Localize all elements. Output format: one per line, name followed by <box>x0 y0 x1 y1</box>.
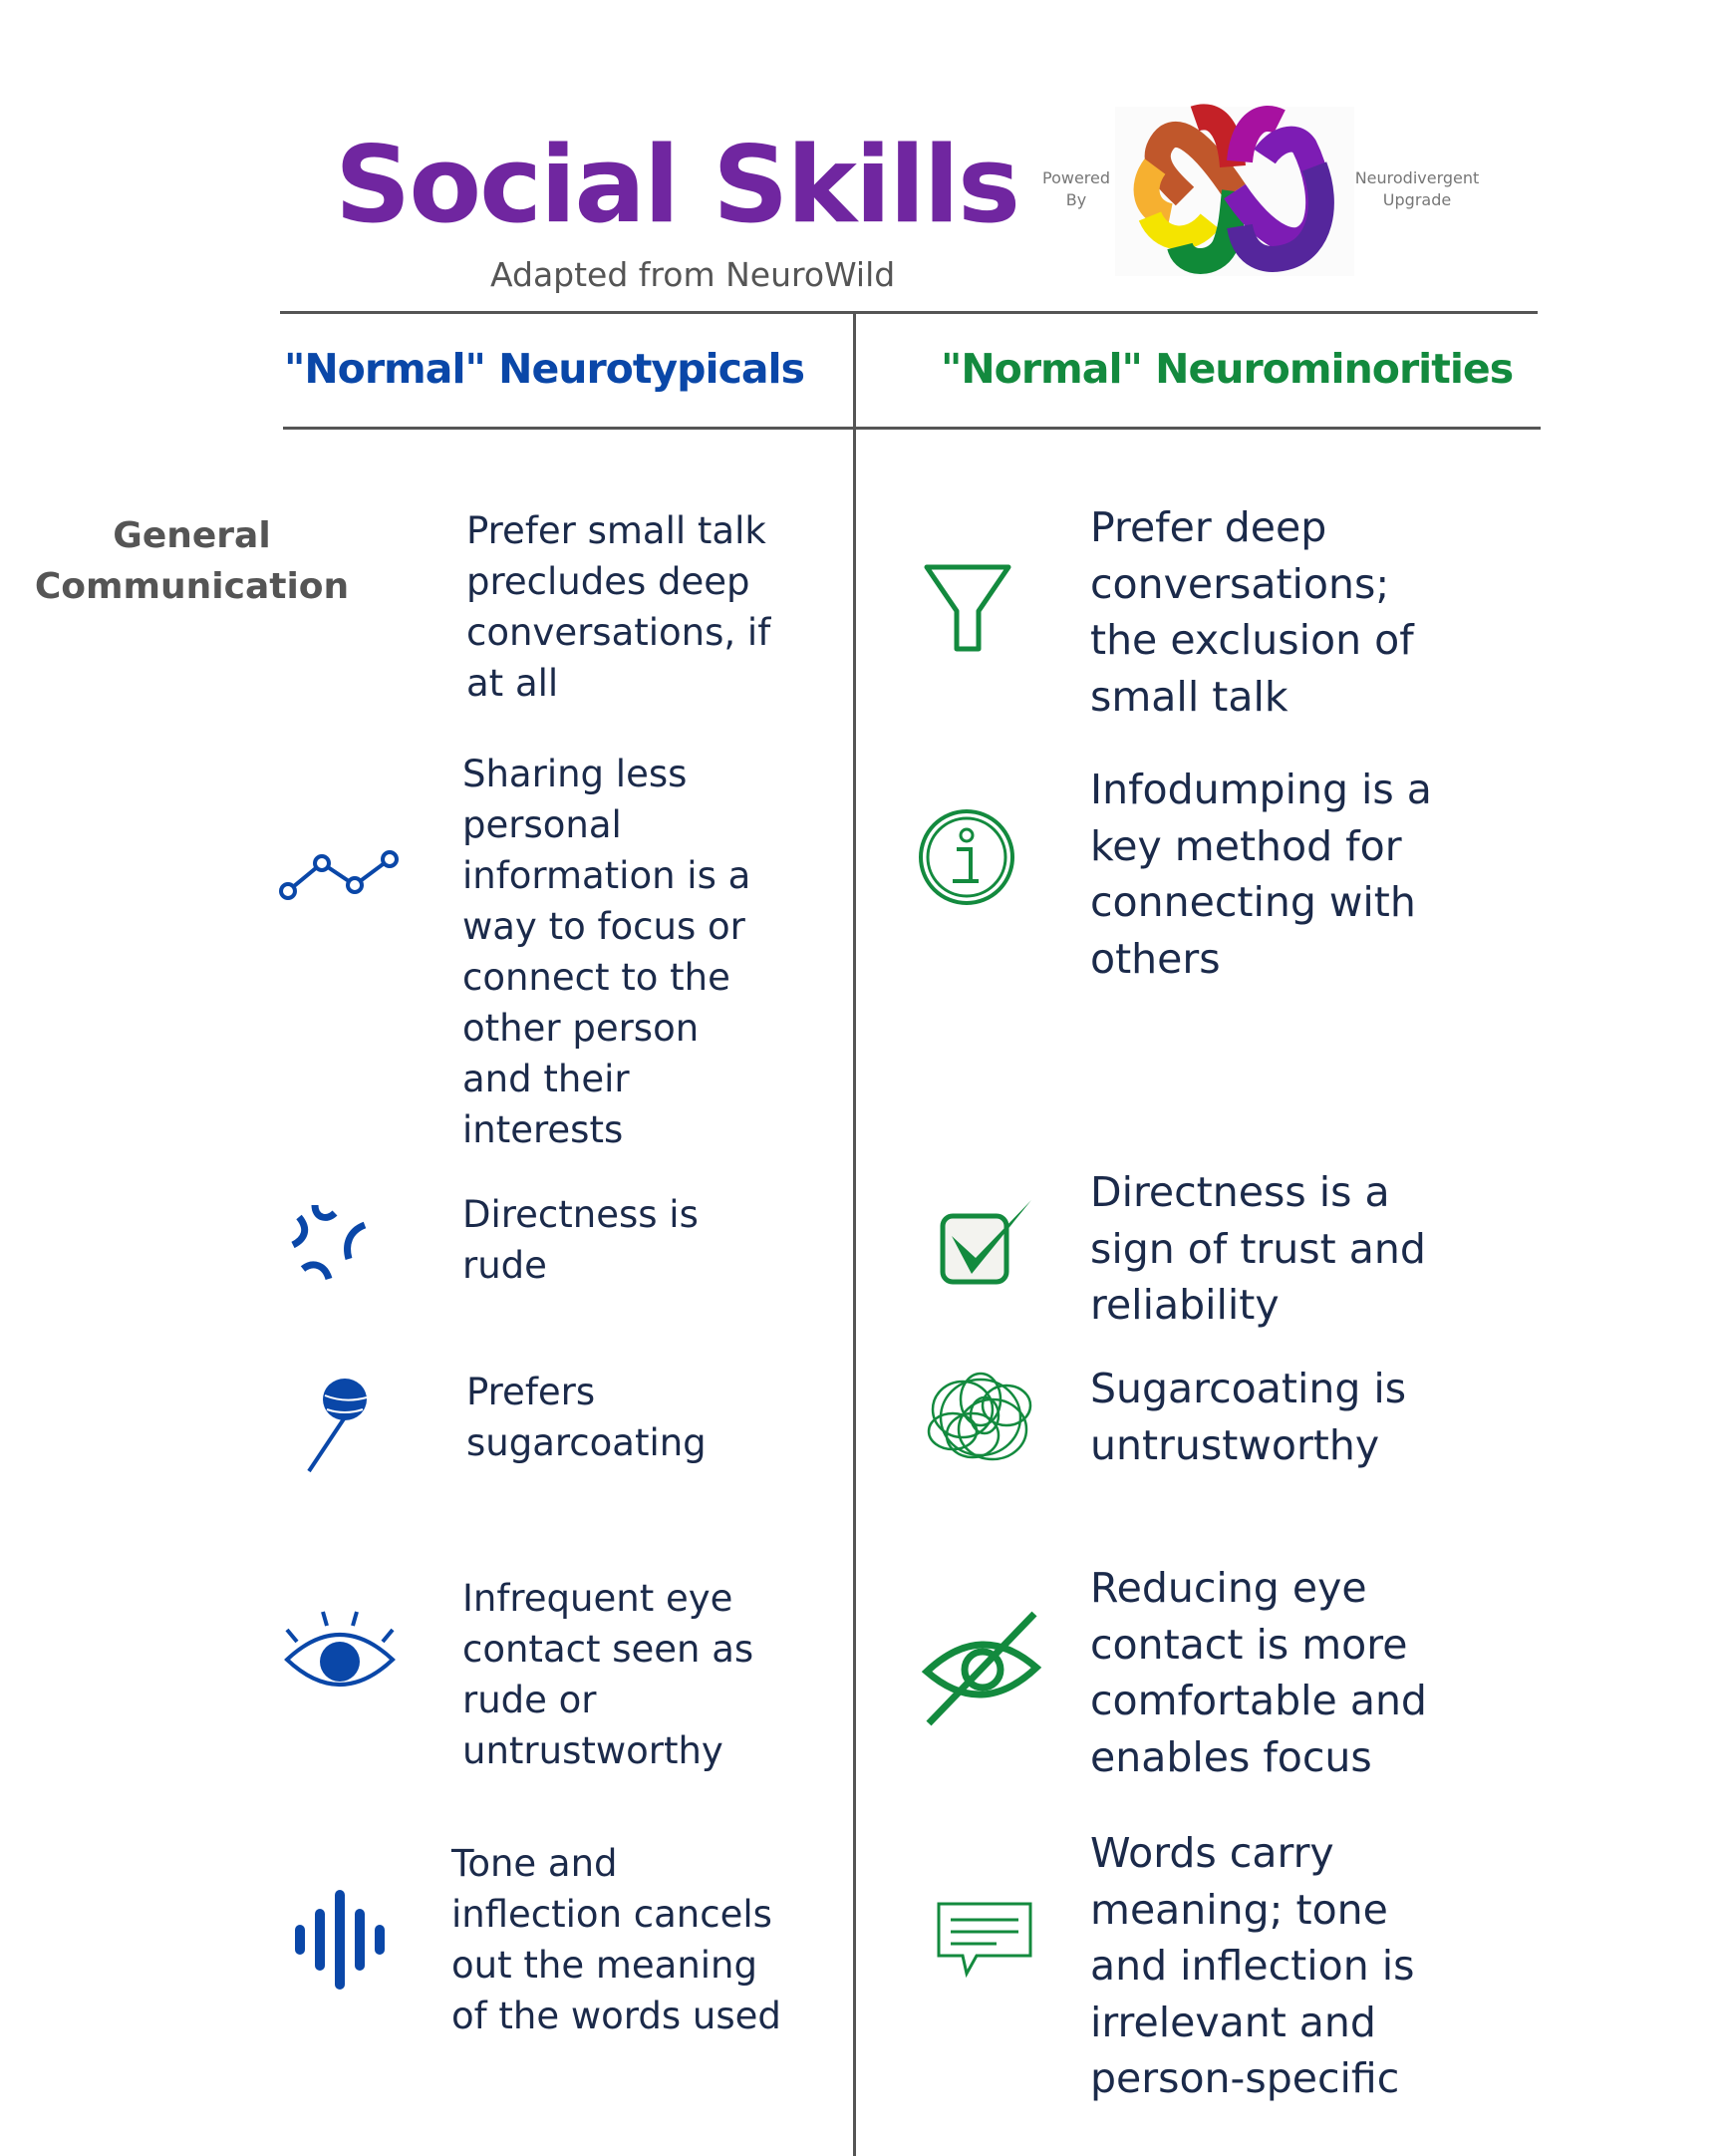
category-label: General Communication <box>34 515 350 607</box>
eye-icon <box>284 1611 396 1687</box>
brand-logo <box>1115 104 1354 276</box>
header-top-divider <box>280 311 1538 314</box>
neurotypical-text: Directness is rude <box>462 1193 699 1287</box>
header-bottom-divider <box>283 427 1541 430</box>
neurotypical-text: Tone and inflection cancels out the mean… <box>451 1842 781 2037</box>
chat-icon <box>937 1902 1032 1979</box>
eye-slash-icon <box>921 1611 1042 1726</box>
neurotypical-text: Infrequent eye contact seen as rude or u… <box>462 1577 754 1772</box>
lollipop-icon <box>307 1379 368 1473</box>
column-divider <box>853 312 856 2156</box>
neurotypical-text: Prefer small talk precludes deep convers… <box>466 509 771 705</box>
info-icon <box>919 809 1014 905</box>
neurominority-text: Prefer deep conversations; the exclusion… <box>1090 503 1414 721</box>
powered-by-label: Powered By <box>1041 168 1111 209</box>
neurominority-text: Infodumping is a key method for connecti… <box>1090 766 1432 983</box>
column-header-neurominorities: "Normal" Neurominorities <box>941 345 1514 393</box>
neurotypical-text: Prefers sugarcoating <box>466 1371 707 1464</box>
column-header-neurotypicals: "Normal" Neurotypicals <box>284 345 805 393</box>
line-chart-icon <box>279 850 399 900</box>
sound-wave-icon <box>295 1890 385 1990</box>
neurotypical-text: Sharing less personal information is a w… <box>462 753 751 1151</box>
subtitle: Adapted from NeuroWild <box>490 255 896 294</box>
brand-name: Neurodivergent Upgrade <box>1354 168 1480 209</box>
page-title: Social Skills <box>335 124 1020 246</box>
neurominority-text: Reducing eye contact is more comfortable… <box>1090 1564 1427 1781</box>
neurominority-text: Sugarcoating is untrustworthy <box>1090 1365 1407 1469</box>
neurominority-text: Directness is a sign of trust and reliab… <box>1090 1168 1426 1329</box>
neurominority-text: Words carry meaning; tone and inflection… <box>1090 1829 1415 2102</box>
checkbox-icon <box>940 1200 1031 1285</box>
anger-icon <box>291 1204 367 1281</box>
scribble-icon <box>927 1372 1032 1461</box>
funnel-icon <box>924 564 1011 652</box>
